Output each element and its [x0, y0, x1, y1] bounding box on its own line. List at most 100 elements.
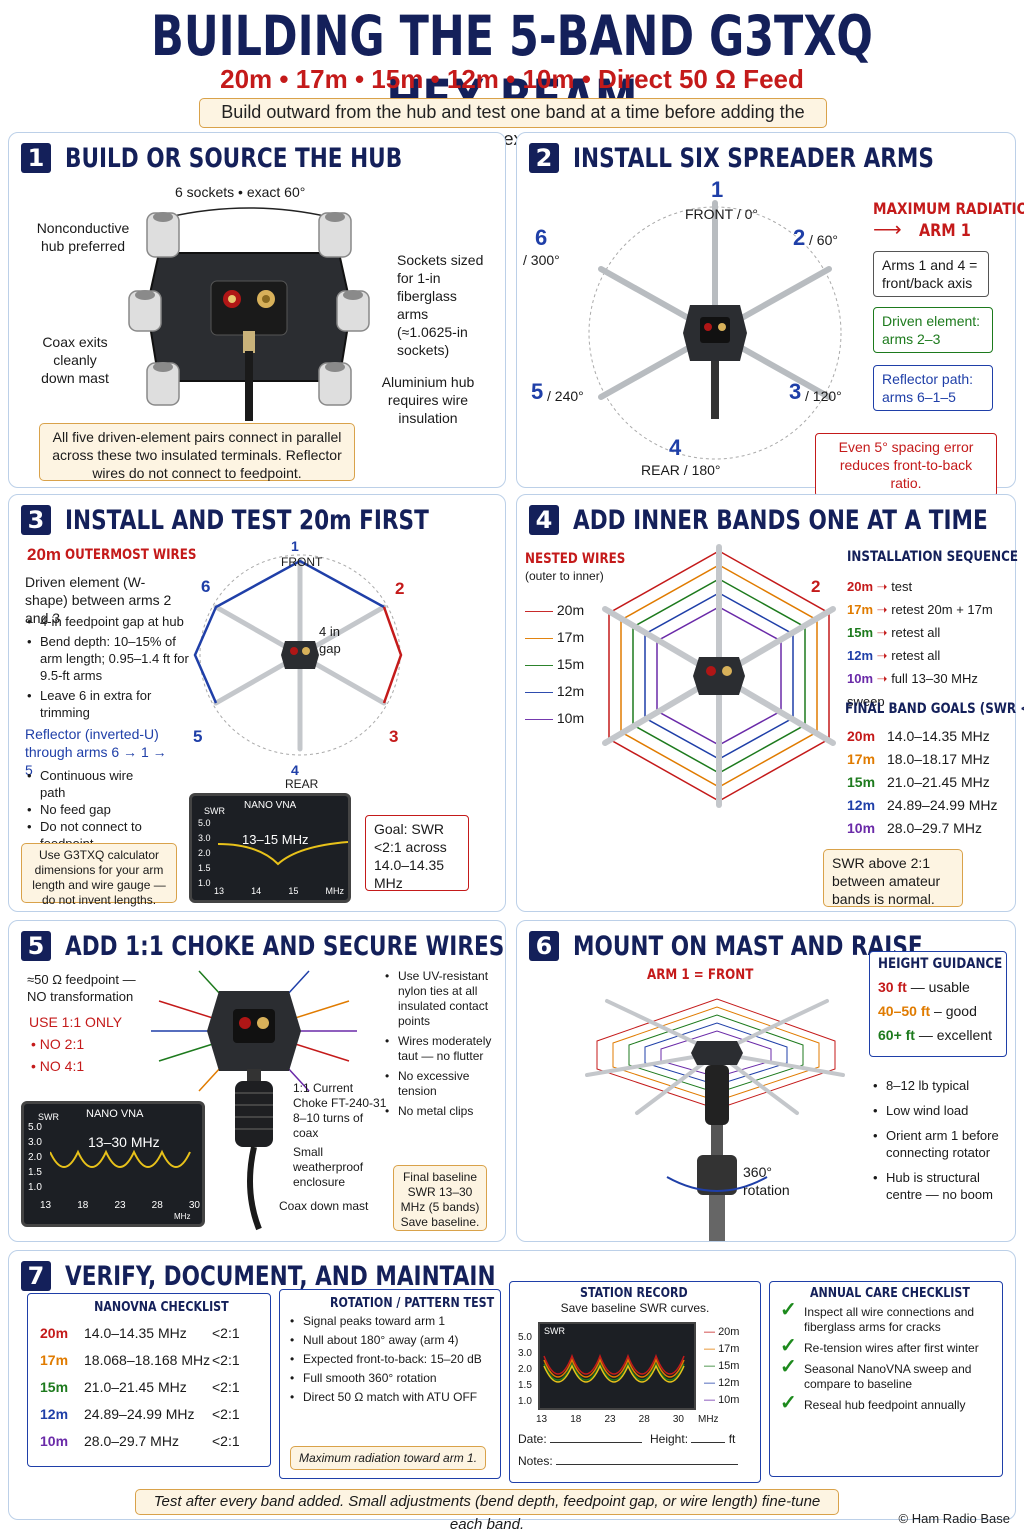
- tick-label: 2.0: [198, 848, 211, 858]
- tick-label: 28: [151, 1200, 163, 1211]
- legend-item: —— 17m: [525, 629, 585, 645]
- band-name: 20m: [847, 579, 874, 594]
- height-value: 40–50 ft: [878, 1003, 931, 1019]
- sequence-text: full 13–30 MHz sweep: [847, 671, 978, 709]
- arm-3-number: 3: [389, 727, 399, 746]
- no-2-1-label: • NO 2:1: [31, 1036, 85, 1052]
- arrow-icon: ⟶: [873, 219, 902, 241]
- swr-note: SWR above 2:1 between amateur bands is n…: [823, 849, 963, 907]
- list-item: 4-in feedpoint gap at hub: [27, 613, 197, 630]
- date-field[interactable]: Date:: [518, 1432, 643, 1447]
- tick-label: 1.5: [28, 1167, 42, 1178]
- sequence-list: 20m ➝ test 17m ➝ retest 20m + 17m 15m ➝ …: [847, 575, 1015, 713]
- arm-2-label: / 60°: [809, 232, 838, 248]
- legend-item: —— 15m: [525, 656, 585, 672]
- panel-title: ADD INNER BANDS ONE AT A TIME: [573, 504, 988, 536]
- frequency: 24.89–24.99 MHz: [84, 1405, 195, 1422]
- tick-label: 15: [288, 886, 299, 896]
- goal-range: 21.0–21.45 MHz: [887, 774, 990, 790]
- tick-label: 30: [188, 1200, 200, 1211]
- arm-6-label: / 300°: [523, 252, 560, 268]
- aluminium-label: Aluminium hub requires wire insulation: [381, 374, 475, 426]
- list-item: No excessive tension: [385, 1069, 501, 1099]
- legend-label: 12m: [718, 1377, 740, 1389]
- legend-item: — 12m: [704, 1377, 740, 1389]
- list-item: Expected front-to-back: 15–20 dB: [290, 1352, 490, 1367]
- step-number: 4: [529, 505, 559, 535]
- vna-sweep-curve: [218, 841, 348, 866]
- height-label: Height:: [650, 1432, 689, 1446]
- tick-label: 5.0: [198, 818, 211, 828]
- list-item: Full smooth 360° rotation: [290, 1371, 490, 1386]
- arm-5-label: / 240°: [547, 388, 584, 404]
- arm-1-callout: ARM 1: [919, 221, 971, 241]
- arm-6-number: 6: [201, 577, 211, 596]
- band-name: 10m: [847, 671, 874, 686]
- legend-item: —— 10m: [525, 710, 585, 726]
- frequency: 14.0–14.35 MHz: [84, 1324, 187, 1341]
- legend-label: 15m: [556, 656, 585, 672]
- list-item: Continuous wire path: [27, 767, 157, 801]
- calculator-note: Use G3TXQ calculator dimensions for your…: [21, 843, 177, 907]
- legend-item: — 17m: [704, 1343, 740, 1355]
- rotation-list: Signal peaks toward arm 1 Null about 180…: [290, 1314, 490, 1405]
- vna-swr-label: SWR: [38, 1112, 59, 1122]
- frequency: 18.068–18.168 MHz: [84, 1351, 211, 1368]
- hub-illustration: [128, 207, 370, 421]
- step-number: 2: [529, 143, 559, 173]
- band-name: 15m: [847, 774, 876, 790]
- sequence-item: 20m ➝ test: [847, 579, 913, 594]
- height-item: 40–50 ft – good: [878, 1002, 998, 1020]
- reflector-list: Continuous wire path No feed gap Do not …: [27, 767, 157, 852]
- height-field[interactable]: Height: ft: [650, 1432, 735, 1447]
- outermost-heading: OUTERMOST WIRES: [65, 547, 197, 563]
- no-2-1-text: NO 2:1: [39, 1036, 85, 1052]
- spacing-warning: Even 5° spacing error reduces front-to-b…: [815, 433, 997, 497]
- tick-label: 5.0: [28, 1122, 42, 1133]
- care-heading: ANNUAL CARE CHECKLIST: [810, 1286, 970, 1301]
- legend-label: 17m: [556, 629, 585, 645]
- enclosure-label: Small weatherproof enclosure: [293, 1145, 364, 1189]
- tick-label: 23: [604, 1414, 616, 1425]
- care-list: Inspect all wire connections and fibergl…: [778, 1303, 994, 1413]
- frequency: 21.0–21.45 MHz: [84, 1378, 187, 1395]
- list-item: Null about 180° away (arm 4): [290, 1333, 490, 1348]
- list-item: Hub is structural centre — no boom: [873, 1169, 1009, 1203]
- driven-list: 4-in feedpoint gap at hub Bend depth: 10…: [27, 613, 197, 721]
- use-1-1-label: USE 1:1 ONLY: [29, 1014, 123, 1030]
- swr-target: <2:1: [212, 1405, 240, 1422]
- arm-5-number: 5: [531, 379, 544, 404]
- sequence-text: retest all: [891, 625, 941, 640]
- legend-item: —— 20m: [525, 602, 585, 618]
- front-back-axis-box: Arms 1 and 4 = front/back axis: [873, 251, 989, 297]
- legend-item: — 15m: [704, 1360, 740, 1372]
- sequence-text: retest 20m + 17m: [891, 602, 993, 617]
- vna-title: NANO VNA: [244, 800, 297, 811]
- arm-1-label: FRONT / 0°: [685, 206, 759, 222]
- sequence-text: test: [891, 579, 913, 594]
- sockets-sized-label: Sockets sized for 1-in fiberglass arms (…: [397, 252, 484, 358]
- list-item: Reseal hub feedpoint annually: [778, 1396, 994, 1413]
- sequence-item: 12m ➝ retest all: [847, 648, 941, 663]
- notes-field[interactable]: Notes:: [518, 1454, 739, 1469]
- height-item: 30 ft — usable: [878, 978, 998, 996]
- no-4-1-label: • NO 4:1: [31, 1058, 85, 1074]
- sequence-heading: INSTALLATION SEQUENCE: [847, 549, 1019, 565]
- nonconductive-label: Nonconductive hub preferred: [36, 220, 130, 254]
- max-radiation-label: MAXIMUM RADIATION: [873, 199, 1024, 218]
- legend-label: 15m: [718, 1360, 740, 1372]
- ft-label: ft: [728, 1432, 736, 1446]
- list-item: Signal peaks toward arm 1: [290, 1314, 490, 1329]
- driven-element-box: Driven element: arms 2–3: [873, 307, 993, 353]
